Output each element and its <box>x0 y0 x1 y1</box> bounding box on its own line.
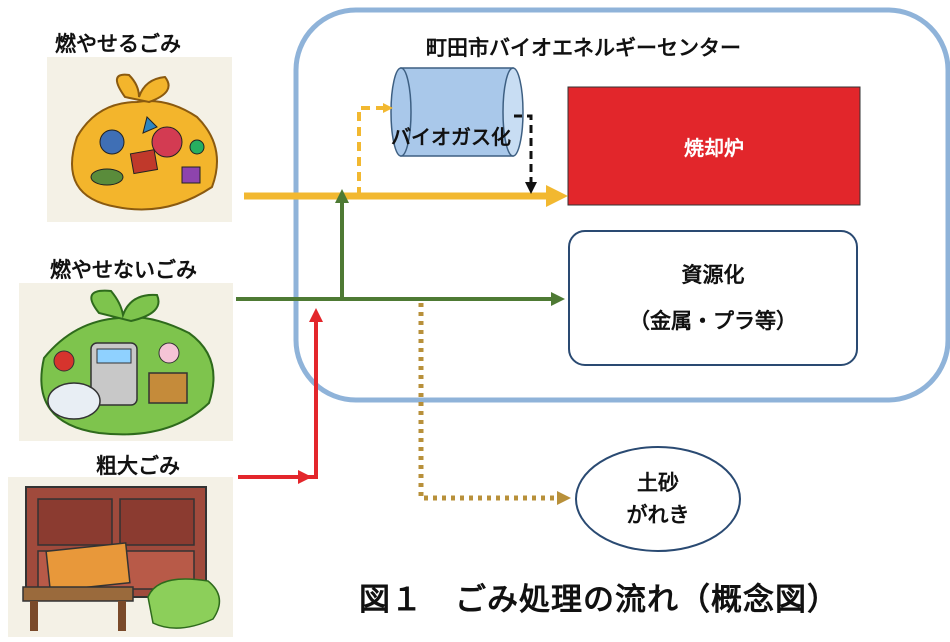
bulky-waste-illustration <box>8 477 233 637</box>
center-title: 町田市バイオエネルギーセンター <box>426 36 741 60</box>
incinerator-label-text: 焼却炉 <box>684 135 744 160</box>
resource-label: 資源化 （金属・プラ等） <box>569 231 857 365</box>
soil-label-line2: がれき <box>626 503 690 527</box>
resource-label-line1: 資源化 <box>681 263 745 287</box>
soil-label-line1: 土砂 <box>637 471 679 495</box>
bulky-waste-label: 粗大ごみ <box>96 454 180 478</box>
soil-label: 土砂 がれき <box>576 447 740 551</box>
non-burnable-waste-illustration <box>19 283 233 441</box>
incinerator-label: 焼却炉 <box>568 87 860 205</box>
bulky-flow-line <box>238 308 323 479</box>
resource-label-line2: （金属・プラ等） <box>629 309 797 333</box>
non-burnable-waste-label: 燃やせないごみ <box>50 258 197 282</box>
burnable-waste-label: 燃やせるごみ <box>55 32 181 56</box>
soil-flow-line <box>418 303 571 505</box>
biogas-label: バイオガス化 <box>371 118 531 152</box>
burnable-waste-illustration <box>47 57 232 222</box>
biogas-label-text: バイオガス化 <box>391 124 511 149</box>
figure-caption: 図１ ごみ処理の流れ（概念図） <box>359 582 839 618</box>
